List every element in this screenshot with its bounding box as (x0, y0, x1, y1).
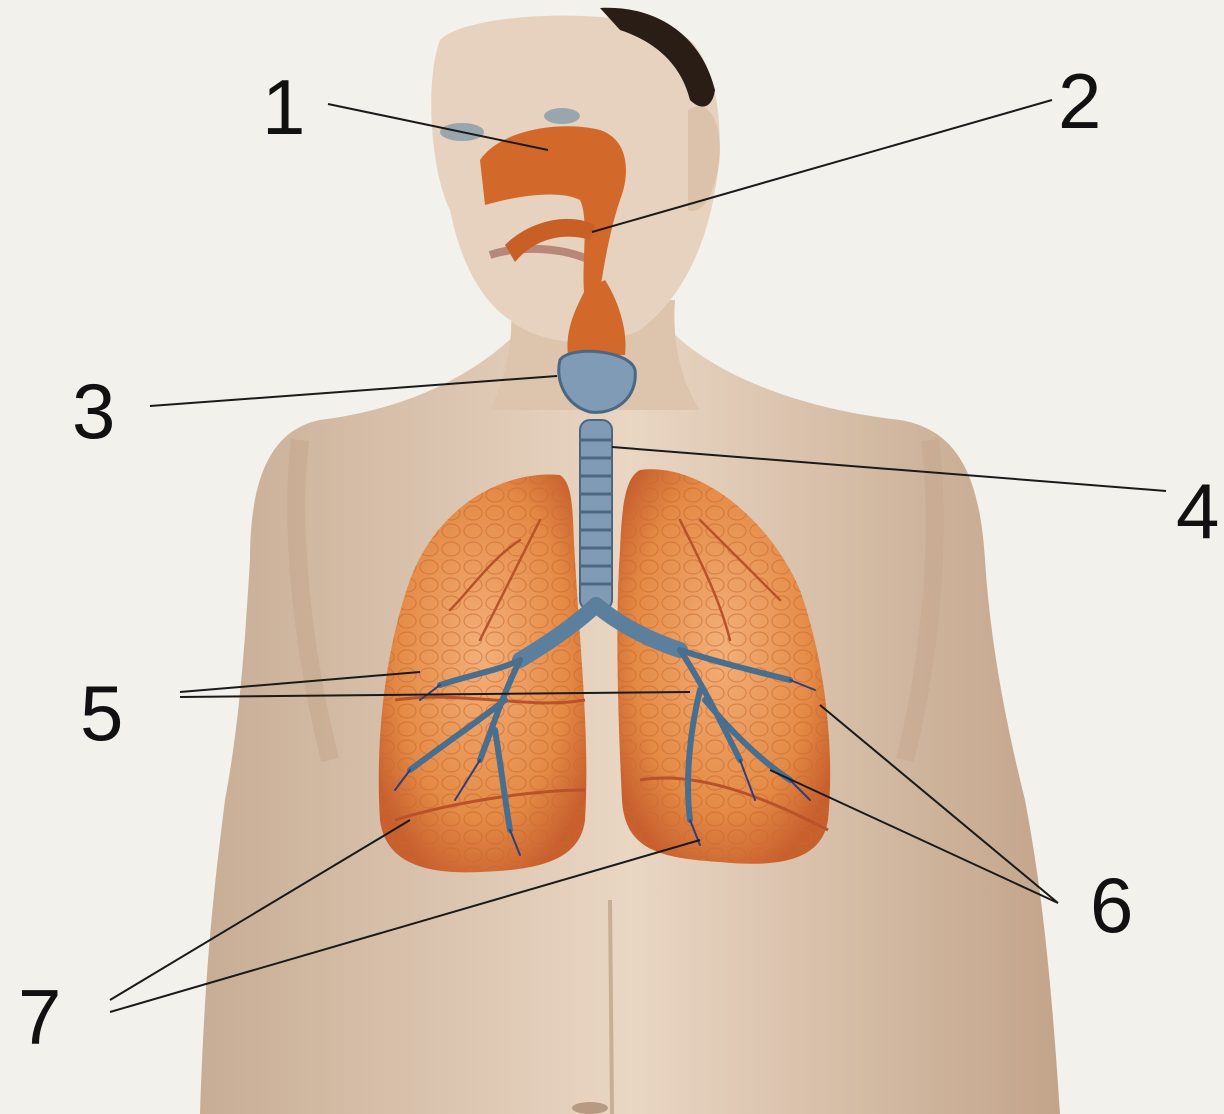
label-6: 6 (1090, 866, 1133, 944)
trachea (580, 420, 612, 610)
label-2: 2 (1058, 62, 1101, 140)
ear (688, 106, 720, 210)
navel (572, 1102, 608, 1114)
label-7: 7 (18, 978, 61, 1056)
label-4: 4 (1176, 472, 1219, 550)
right-eye (544, 108, 580, 124)
label-3: 3 (72, 372, 115, 450)
abdomen-line (610, 900, 612, 1114)
label-5: 5 (80, 674, 123, 752)
label-1: 1 (262, 68, 305, 146)
